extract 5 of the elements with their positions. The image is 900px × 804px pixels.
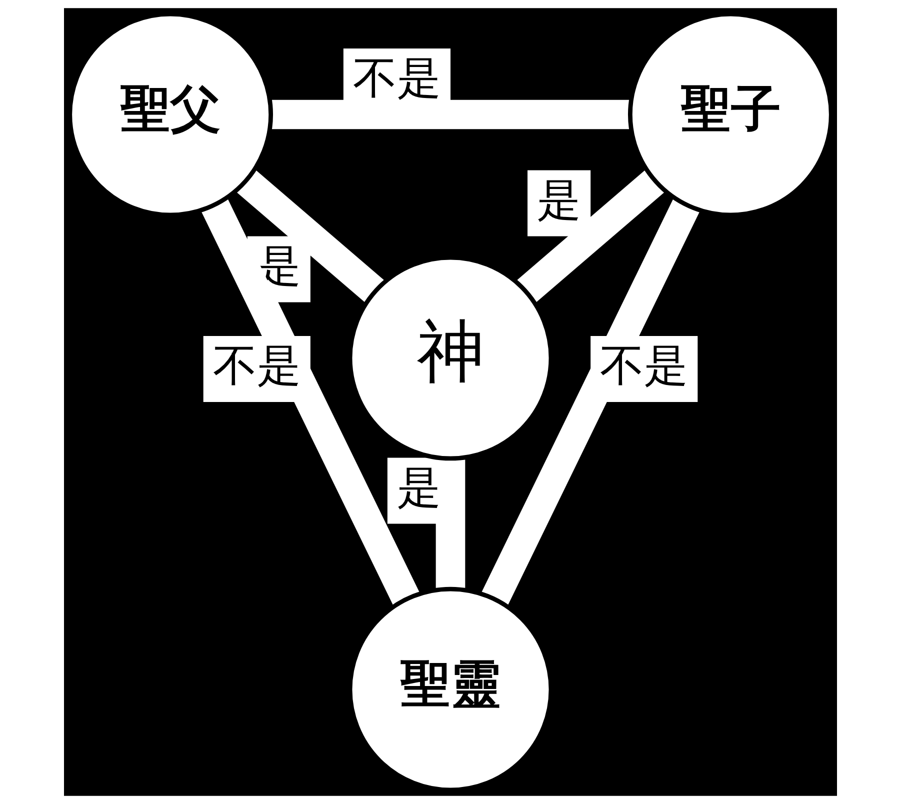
edge-label: 不是 xyxy=(352,53,440,104)
edge-label: 不是 xyxy=(212,340,300,392)
edge-label: 是 xyxy=(536,174,581,226)
edge-label: 是 xyxy=(396,462,440,514)
edge-label: 不是 xyxy=(600,340,688,392)
